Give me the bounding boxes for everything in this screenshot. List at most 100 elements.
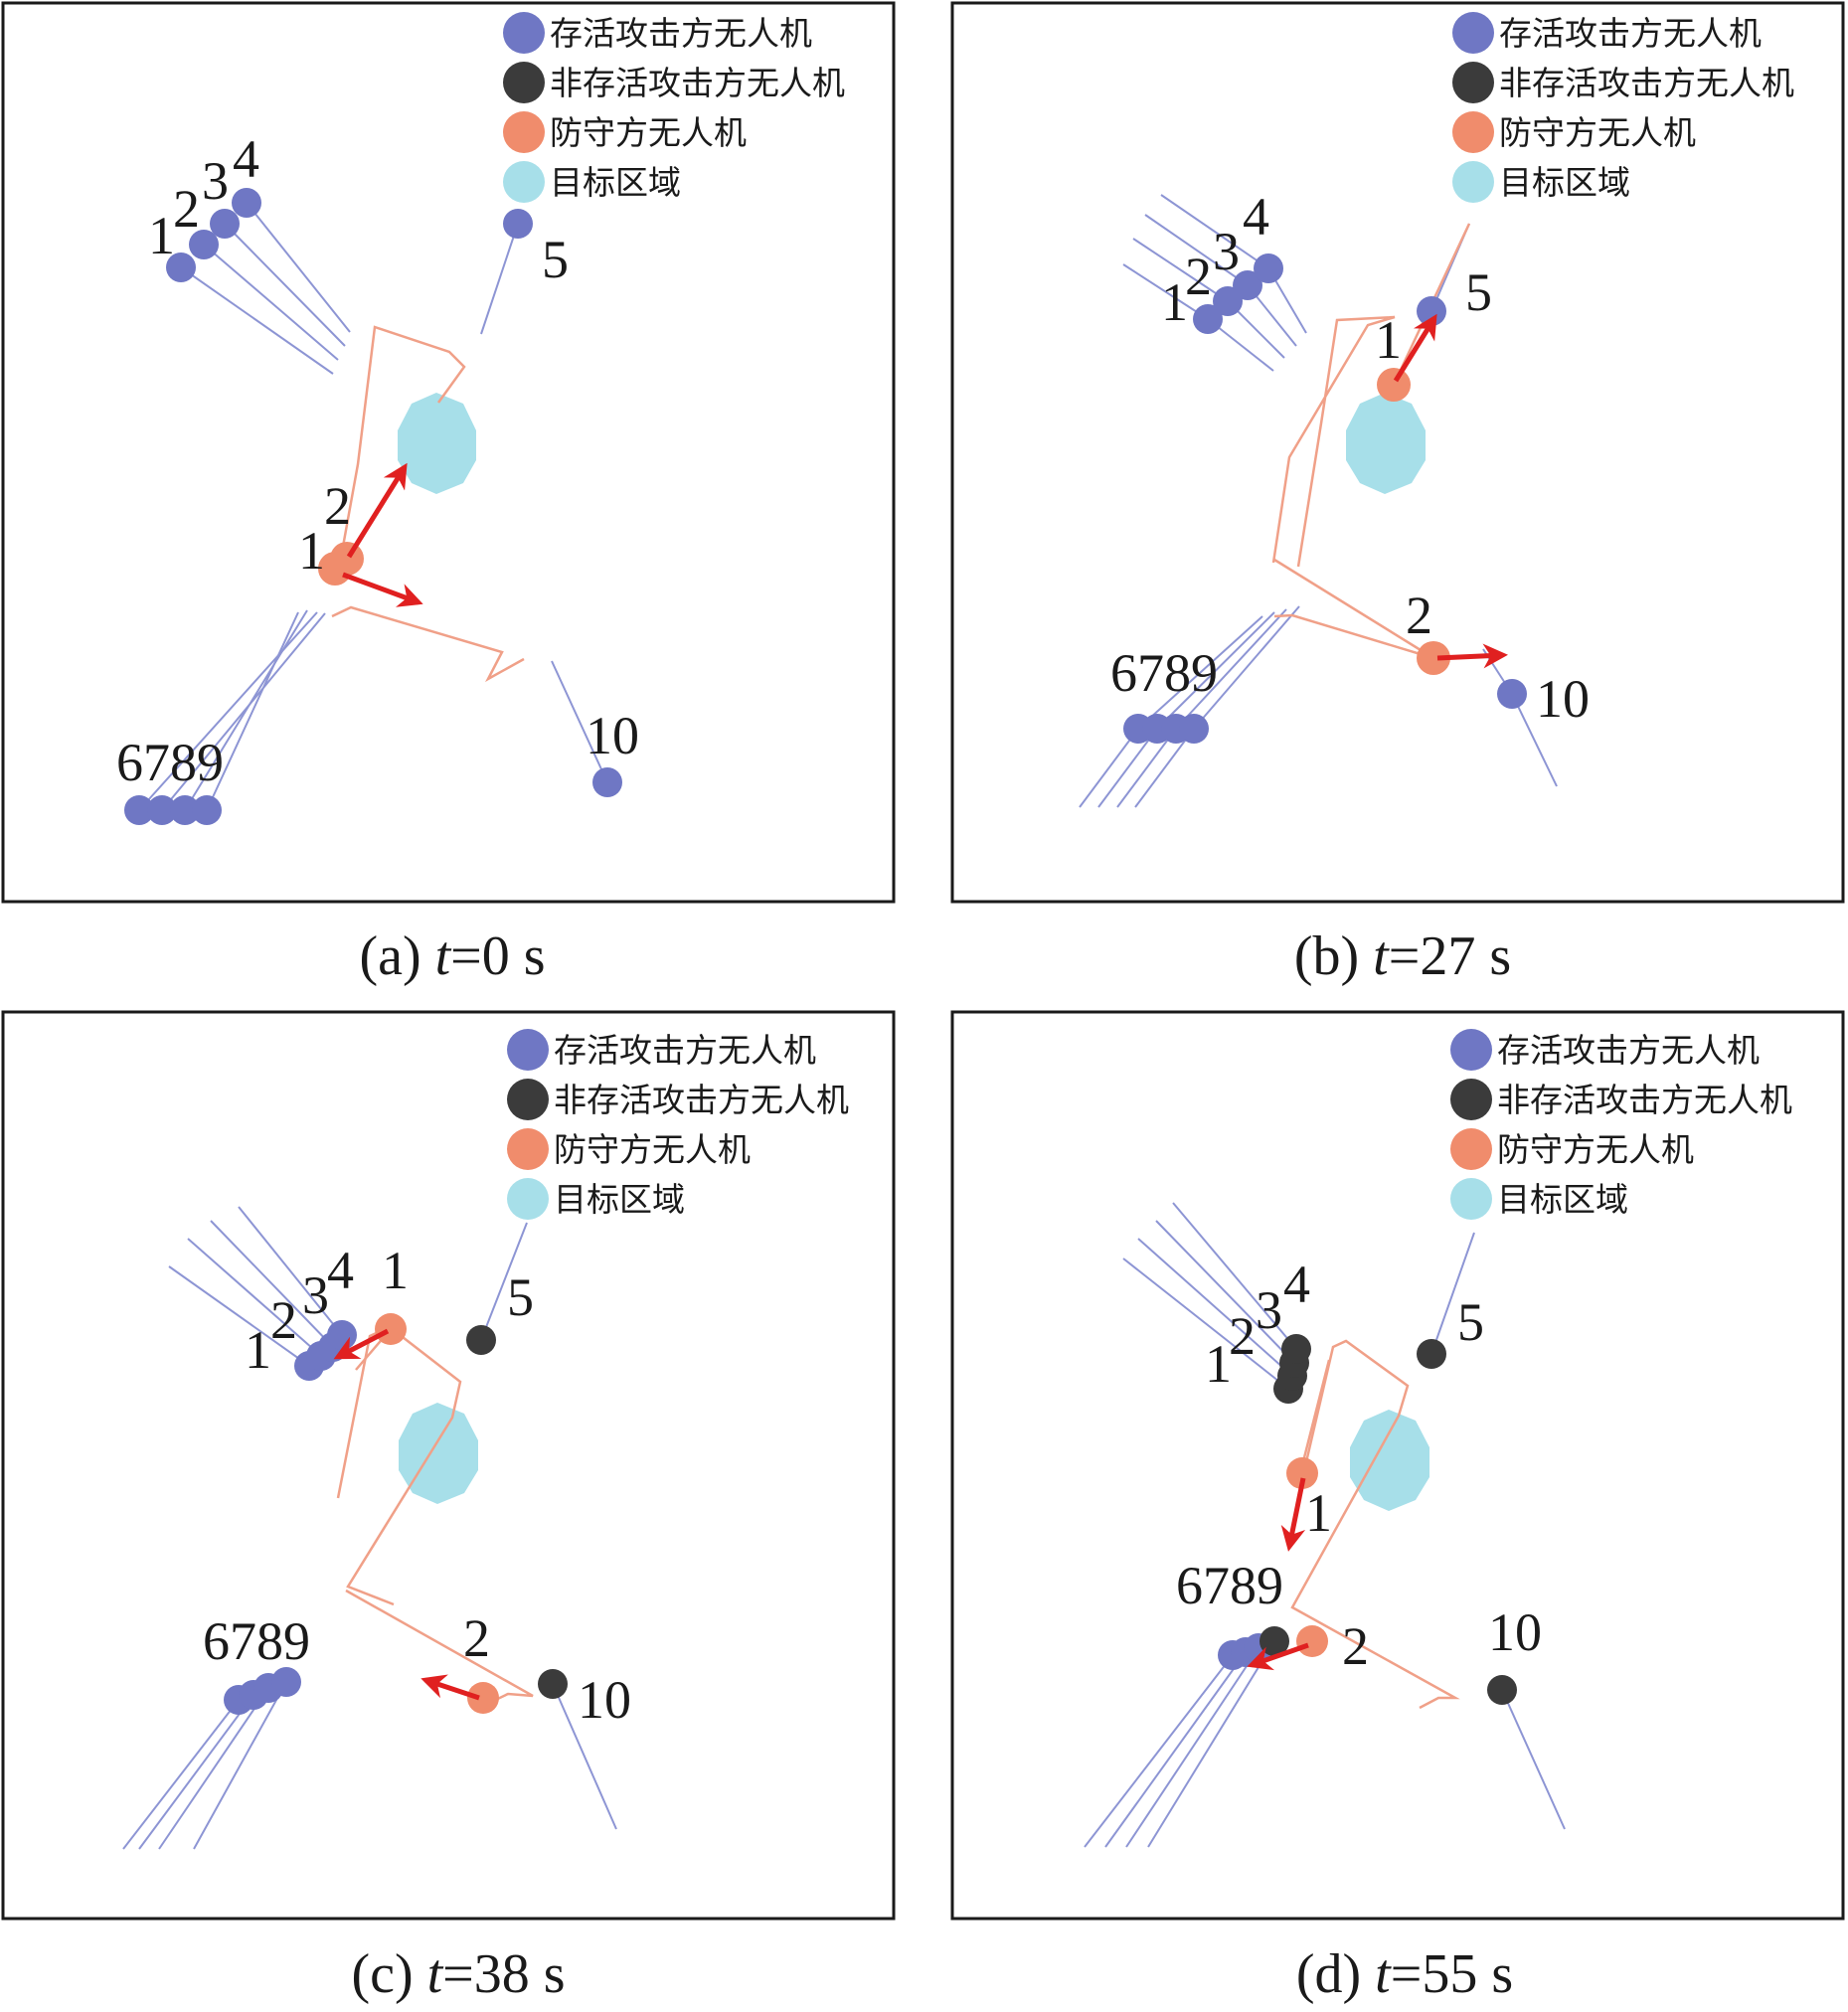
defenders (1377, 368, 1450, 675)
defender-1 (375, 1313, 407, 1345)
attacker-5 (1417, 1339, 1446, 1369)
trajectory-segment (203, 244, 339, 361)
legend-target-label: 目标区域 (554, 1180, 685, 1219)
attacker-10 (1487, 1675, 1517, 1705)
panel-d-legend: 存活攻击方无人机 非存活攻击方无人机 防守方无人机 目标区域 (1450, 1029, 1792, 1220)
velocity-arrows (333, 1328, 480, 1701)
legend-dead-attacker-label: 非存活攻击方无人机 (1499, 64, 1794, 102)
defender-1 (1286, 1457, 1318, 1489)
trajectory-segment (138, 1694, 254, 1850)
defender-2 (1296, 1625, 1328, 1657)
legend-dead-attacker-label: 非存活攻击方无人机 (1497, 1081, 1792, 1119)
defender-2-arrow (1436, 643, 1508, 669)
trajectory-segment (1273, 558, 1434, 660)
label-attacker-6789: 6789 (1176, 1556, 1283, 1615)
label-attacker-10: 10 (586, 706, 639, 765)
attacker-6 (124, 795, 154, 825)
uav-labels: 1 2 3 4 5 6789 10 1 2 (203, 1241, 631, 1730)
label-defender-2: 2 (324, 476, 351, 536)
trajectory-segment (187, 1238, 322, 1357)
trajectory-segment (552, 1683, 617, 1830)
attacker-4 (232, 188, 261, 218)
legend-target-label: 目标区域 (550, 163, 681, 202)
trajectory-segment (1097, 728, 1158, 808)
uav-labels: 1 2 3 4 5 6789 10 1 2 (116, 129, 639, 792)
trajectory-segment (1122, 1258, 1289, 1390)
trajectory-segment (238, 1206, 343, 1336)
label-defender-1: 1 (298, 521, 325, 581)
trajectory-segment (1271, 315, 1396, 568)
trajectory-segment (480, 1222, 528, 1341)
attackers (1123, 253, 1527, 744)
defender-2 (330, 542, 364, 576)
panel-c-legend: 存活攻击方无人机 非存活攻击方无人机 防守方无人机 目标区域 (507, 1029, 849, 1220)
label-attacker-3: 3 (302, 1265, 329, 1325)
label-attacker-10: 10 (578, 1670, 631, 1730)
trajectory-segment (1132, 238, 1229, 302)
label-attacker-1: 1 (148, 206, 175, 265)
trajectory-segment (206, 611, 299, 811)
attacker-trails (138, 202, 608, 811)
label-attacker-3: 3 (1213, 222, 1240, 281)
label-attacker-1: 1 (1161, 272, 1188, 332)
attacker-1 (166, 252, 196, 282)
trajectory-segment (1084, 1654, 1234, 1848)
trajectory-segment (1290, 1339, 1460, 1710)
label-attacker-6789: 6789 (203, 1611, 310, 1671)
attacker-4 (1254, 253, 1283, 283)
defender-1-arrow (333, 1328, 390, 1360)
trajectory-segment (138, 611, 318, 811)
trajectory-segment (336, 1325, 462, 1606)
legend-dead-attacker-swatch (507, 1079, 549, 1120)
legend-defender-swatch (1452, 111, 1494, 153)
legend-alive-attacker-label: 存活攻击方无人机 (1499, 14, 1762, 53)
legend-dead-attacker-label: 非存活攻击方无人机 (550, 64, 845, 102)
caption-b: (b) t=27 s (1294, 925, 1511, 987)
legend-dead-attacker-label: 非存活攻击方无人机 (554, 1081, 849, 1119)
attacker-trails (1079, 194, 1558, 808)
legend-dead-attacker-swatch (1452, 62, 1494, 103)
trajectory-segment (1125, 1647, 1260, 1848)
defender-1-arrow (1393, 313, 1437, 383)
trajectory-segment (168, 1265, 310, 1367)
legend-defender-swatch (503, 111, 545, 153)
legend-alive-attacker-swatch (1452, 12, 1494, 54)
label-defender-2: 2 (1342, 1616, 1369, 1676)
label-defender-1: 1 (1305, 1483, 1332, 1543)
legend-target-swatch (1452, 161, 1494, 203)
attacker-5 (503, 209, 533, 239)
trajectory-segment (1116, 728, 1177, 808)
trajectory-segment (1104, 1651, 1247, 1848)
label-attacker-3: 3 (1256, 1280, 1282, 1340)
trajectory-segment (337, 325, 466, 570)
velocity-arrows (342, 462, 423, 607)
legend-defender-label: 防守方无人机 (550, 113, 747, 152)
trajectory-segment (122, 1699, 240, 1850)
legend-alive-attacker-label: 存活攻击方无人机 (550, 14, 812, 53)
attacker-8 (170, 795, 200, 825)
label-attacker-4: 4 (233, 129, 259, 189)
label-attacker-5: 5 (542, 230, 569, 289)
captions: (a) t=0 s (b) t=27 s (c) t=38 s (d) t=55… (351, 925, 1513, 2005)
attacker-3 (1233, 270, 1262, 300)
legend-alive-attacker-swatch (503, 12, 545, 54)
label-attacker-3: 3 (202, 151, 229, 211)
legend-defender-swatch (507, 1128, 549, 1170)
uav-labels: 1 2 3 4 5 6789 10 1 2 (1176, 1255, 1542, 1676)
attacker-10 (1497, 679, 1527, 709)
attacker-5 (466, 1325, 496, 1355)
panel-d: 存活攻击方无人机 非存活攻击方无人机 防守方无人机 目标区域 (950, 1010, 1845, 1921)
legend-target-swatch (503, 161, 545, 203)
label-attacker-6789: 6789 (1110, 643, 1218, 703)
trajectory-segment (1079, 728, 1139, 808)
label-attacker-2: 2 (1229, 1306, 1256, 1366)
attacker-9 (271, 1667, 301, 1697)
attackers (124, 188, 622, 825)
legend-dead-attacker-swatch (503, 62, 545, 103)
defender-2-arrow (420, 1674, 480, 1701)
uav-labels: 1 2 3 4 5 6789 10 1 2 (1110, 187, 1590, 729)
attacker-3 (210, 209, 240, 239)
attacker-10 (538, 1669, 568, 1699)
trajectory-segment (1144, 214, 1249, 286)
